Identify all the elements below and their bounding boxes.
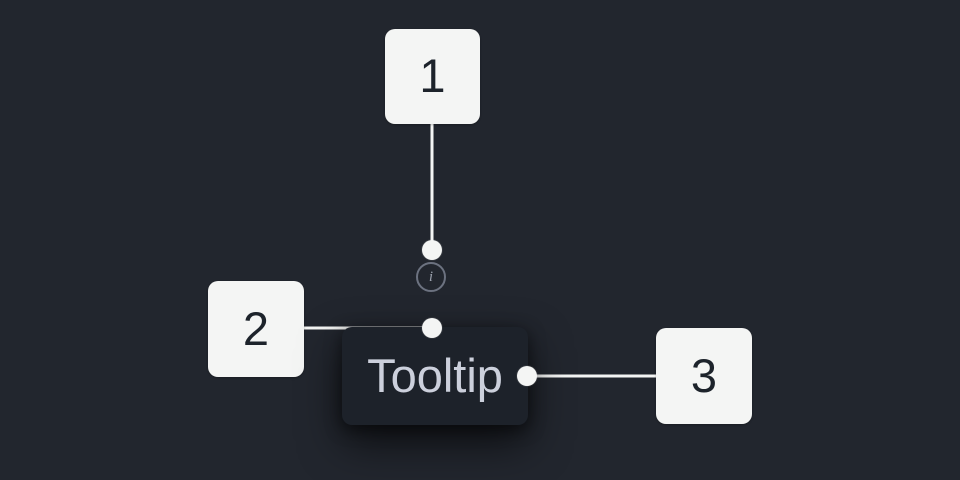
graph-node-1[interactable]: 1 [385,29,480,124]
connector-handle-right[interactable] [517,366,537,386]
graph-node-1-label: 1 [419,49,446,102]
graph-node-3[interactable]: 3 [656,328,752,424]
connector-handle-left[interactable] [422,318,442,338]
info-icon-glyph: i [428,268,434,285]
graph-node-3-label: 3 [690,348,718,402]
tooltip-text: Tooltip [367,348,503,402]
connector-handle-top[interactable] [422,240,442,260]
info-icon[interactable]: i [416,262,446,292]
graph-node-2-label: 2 [242,301,270,355]
tooltip-panel: Tooltip [342,327,528,425]
graph-node-2[interactable]: 2 [208,281,304,377]
